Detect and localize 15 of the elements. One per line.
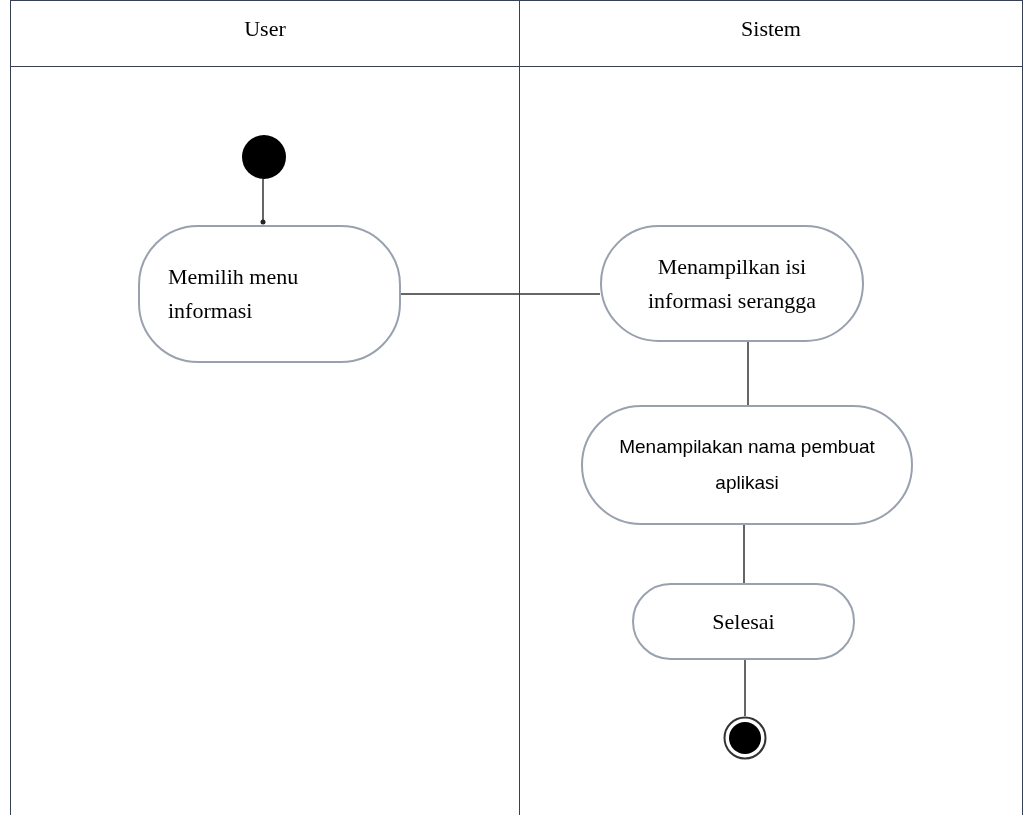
final-node bbox=[723, 716, 767, 760]
connector-line bbox=[747, 341, 749, 406]
lane-header: Sistem bbox=[741, 15, 801, 43]
activity-label: Menampilkan isi informasi serangga bbox=[647, 252, 817, 315]
activity-label: Menampilakan nama pembuat aplikasi bbox=[618, 435, 876, 495]
lane-header: User bbox=[244, 15, 286, 43]
activity-label: Memilih menu informasi bbox=[168, 263, 300, 325]
activity-label: Selesai bbox=[712, 607, 775, 636]
connector-line bbox=[743, 524, 745, 584]
connector-line bbox=[260, 178, 266, 225]
swimlane bbox=[520, 0, 1023, 815]
swimlane bbox=[10, 0, 520, 815]
initial-node bbox=[242, 135, 286, 179]
connector-line bbox=[744, 659, 746, 717]
connector-line bbox=[399, 293, 601, 295]
